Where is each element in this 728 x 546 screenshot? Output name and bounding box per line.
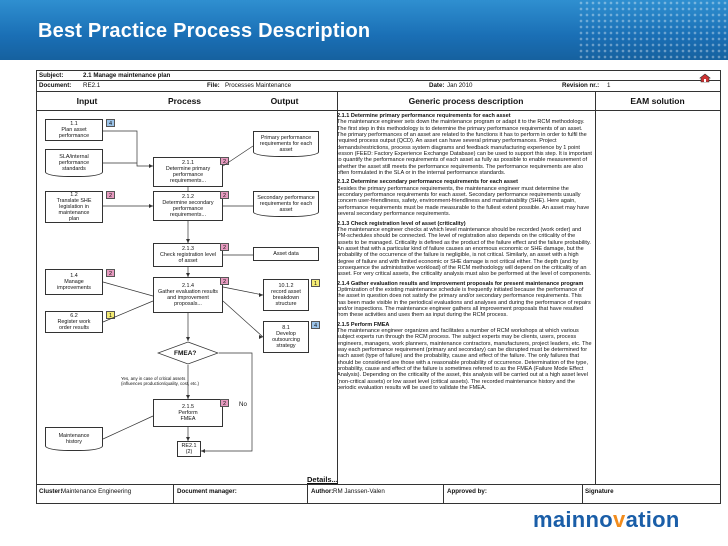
level-tag: 2 xyxy=(220,243,229,251)
column-header-row: Input Process Output Generic process des… xyxy=(37,92,720,111)
output-document: Asset data xyxy=(253,247,319,261)
input-document: Maintenance history xyxy=(45,427,103,451)
subject-row: Subject: 2.1 Manage maintenance plan xyxy=(37,71,720,81)
divider xyxy=(337,92,338,484)
level-tag: 2 xyxy=(220,157,229,165)
desc-text: Optimization of the existing maintenance… xyxy=(337,286,591,319)
author-label: Author: xyxy=(311,488,334,495)
revision-value: 1 xyxy=(607,82,611,89)
process-step: 2.1.1 Determine primary performance requ… xyxy=(153,157,223,187)
revision-label: Revision nr.: xyxy=(562,82,600,89)
input-box: 1.2 Translate SHE legislation in mainten… xyxy=(45,191,103,223)
col-process: Process xyxy=(167,96,202,106)
home-icon[interactable] xyxy=(699,73,711,83)
document-manager-label: Document manager: xyxy=(177,488,237,495)
footer-row: Cluster: Maintenance Engineering Documen… xyxy=(37,485,720,502)
desc-heading: 2.1.2 Determine secondary performance re… xyxy=(337,179,518,186)
fmea-decision xyxy=(157,341,219,365)
desc-heading: 2.1.5 Perform FMEA xyxy=(337,321,390,328)
level-tag: 2 xyxy=(220,191,229,199)
process-step: 2.1.5 Perform FMEA xyxy=(153,399,223,427)
desc-text: The maintenance engineer organizes and f… xyxy=(337,328,592,392)
divider xyxy=(595,92,596,484)
level-tag: 4 xyxy=(106,119,115,127)
divider xyxy=(443,484,444,503)
process-step: 2.1.3 Check registration level of asset xyxy=(153,243,223,267)
cluster-value: Maintenance Engineering xyxy=(61,488,132,495)
generic-process-description: 2.1.1 Determine primary performance requ… xyxy=(337,113,592,481)
subject-label: Subject: xyxy=(39,72,64,79)
author-value: RM Janssen-Valen xyxy=(333,488,385,495)
col-description: Generic process description xyxy=(408,96,524,106)
col-eam: EAM solution xyxy=(630,96,685,106)
decision-yes-note: Yes, any in case of critical assets (inf… xyxy=(121,376,200,386)
level-tag: 2 xyxy=(220,399,229,407)
col-input: Input xyxy=(76,96,98,106)
cluster-label: Cluster: xyxy=(39,488,63,495)
subject-value: 2.1 Manage maintenance plan xyxy=(83,72,171,79)
divider xyxy=(173,484,174,503)
date-label: Date: xyxy=(429,82,445,89)
footer-divider xyxy=(37,484,720,485)
mainnovation-logo: mainnovation xyxy=(533,507,680,532)
flow-connectors xyxy=(102,130,264,453)
level-tag: 2 xyxy=(220,277,229,285)
level-tag: 1 xyxy=(311,279,320,287)
input-box: 6.2 Register work order results xyxy=(45,311,103,333)
level-tag: 2 xyxy=(106,269,115,277)
document-label: Document: xyxy=(39,82,72,89)
output-box: 10.1.2 record asset breakdown structure xyxy=(263,279,309,311)
title-banner: Best Practice Process Description xyxy=(0,0,728,60)
date-value: Jan 2010 xyxy=(447,82,473,89)
level-tag: 2 xyxy=(106,191,115,199)
desc-heading: 2.1.1 Determine primary performance requ… xyxy=(337,113,511,119)
divider xyxy=(307,484,308,503)
desc-heading: 2.1.3 Check registration level of asset … xyxy=(337,220,466,227)
input-box: 1.1 Plan asset performance xyxy=(45,119,103,141)
approved-by-label: Approved by: xyxy=(447,488,487,495)
col-output: Output xyxy=(270,96,299,106)
slide-title: Best Practice Process Description xyxy=(38,20,371,42)
output-box: 8.1 Develop outsourcing strategy xyxy=(263,321,309,353)
divider xyxy=(582,484,583,503)
input-box: 1.4 Manage improvements xyxy=(45,269,103,295)
desc-text: The maintenance engineer checks at which… xyxy=(337,226,592,278)
decision-label: FMEA? xyxy=(174,350,197,357)
banner-dot-pattern xyxy=(578,0,728,60)
document-value: RE2.1 xyxy=(83,82,101,89)
end-node: RE2.1 (2) xyxy=(177,441,201,457)
decision-no-label: No xyxy=(239,401,247,408)
desc-text: The maintenance engineer sets down the m… xyxy=(337,119,592,177)
input-document: SLA/internal performance standards xyxy=(45,149,103,177)
output-document: Secondary performance requirements for e… xyxy=(253,191,319,217)
details-link[interactable]: Details... xyxy=(307,475,338,484)
process-description-sheet: Subject: 2.1 Manage maintenance plan Doc… xyxy=(36,70,721,504)
desc-text: Besides the primary performance requirem… xyxy=(337,185,590,218)
process-step: 2.1.2 Determine secondary performance re… xyxy=(153,191,223,221)
document-row: Document: RE2.1 File: Processes Maintena… xyxy=(37,81,720,92)
desc-heading: 2.1.4 Gather evaluation results and impr… xyxy=(337,280,584,287)
level-tag: 4 xyxy=(311,321,320,329)
output-document: Primary performance requirements for eac… xyxy=(253,131,319,157)
process-step: 2.1.4 Gather evaluation results and impr… xyxy=(153,277,223,313)
signature-label: Signature xyxy=(585,488,614,495)
file-label: File: xyxy=(207,82,220,89)
file-value: Processes Maintenance xyxy=(225,82,292,89)
